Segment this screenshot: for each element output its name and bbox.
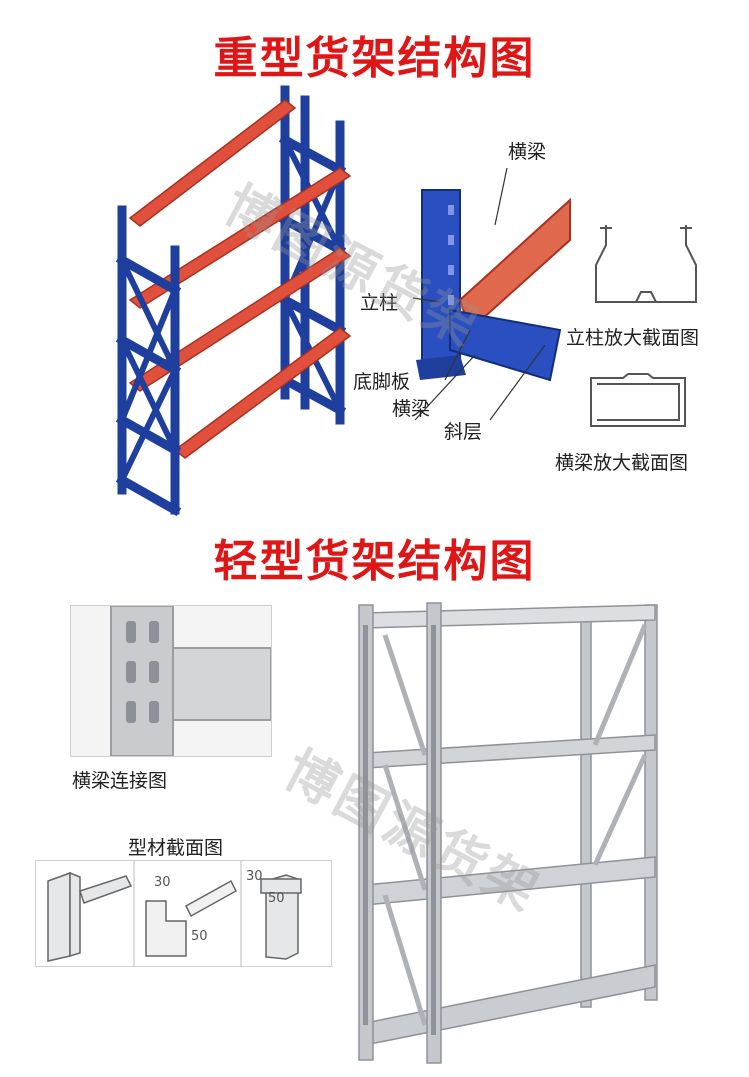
beam-connection-photo bbox=[70, 605, 272, 757]
label-connection: 横梁连接图 bbox=[72, 766, 167, 793]
dim-30-a: 30 bbox=[154, 875, 171, 890]
dim-50-b: 50 bbox=[268, 891, 285, 906]
label-heavy-beam-bottom: 横梁 bbox=[392, 394, 430, 421]
label-brace: 斜层 bbox=[444, 417, 482, 444]
upright-section-profile bbox=[586, 220, 706, 310]
heavy-rack-title: 重型货架结构图 bbox=[0, 22, 749, 86]
label-base-plate: 底脚板 bbox=[353, 367, 410, 394]
label-heavy-beam-top: 横梁 bbox=[508, 137, 546, 164]
label-upright-section: 立柱放大截面图 bbox=[566, 323, 699, 350]
heavy-rack-illustration bbox=[100, 80, 360, 520]
label-profile-section: 型材截面图 bbox=[128, 833, 223, 860]
light-rack-title: 轻型货架结构图 bbox=[0, 525, 749, 589]
profile-section-panel: 30 50 30 50 bbox=[35, 860, 332, 967]
dim-30-b: 30 bbox=[246, 869, 263, 884]
label-beam-section: 横梁放大截面图 bbox=[555, 448, 688, 475]
dim-50-a: 50 bbox=[191, 929, 208, 944]
beam-section-profile bbox=[583, 372, 693, 432]
